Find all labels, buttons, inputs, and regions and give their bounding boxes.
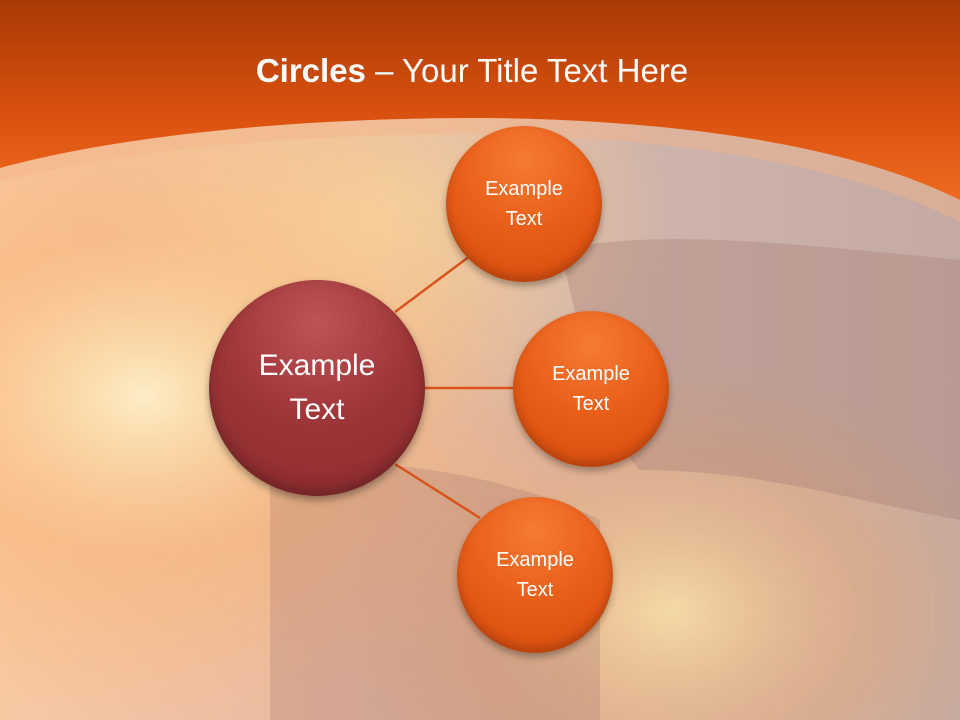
title-rest: – Your Title Text Here: [365, 52, 689, 89]
satellite-circle-label: Example Text: [552, 363, 630, 415]
connector-line-bottom: [394, 462, 481, 520]
center-circle-label: Example Text: [258, 349, 376, 426]
title-bold-part: Circles: [255, 52, 366, 89]
slide-title: Circles – Your Title Text Here: [0, 52, 944, 90]
satellite-circle-top: Example Text: [446, 126, 602, 282]
satellite-circle-bottom: Example Text: [457, 497, 613, 653]
center-circle: Example Text: [209, 280, 425, 496]
connector-line-top: [394, 254, 471, 314]
satellite-circle-label: Example Text: [496, 549, 574, 601]
satellite-circle-label: Example Text: [485, 178, 563, 230]
satellite-circle-middle: Example Text: [513, 311, 669, 467]
